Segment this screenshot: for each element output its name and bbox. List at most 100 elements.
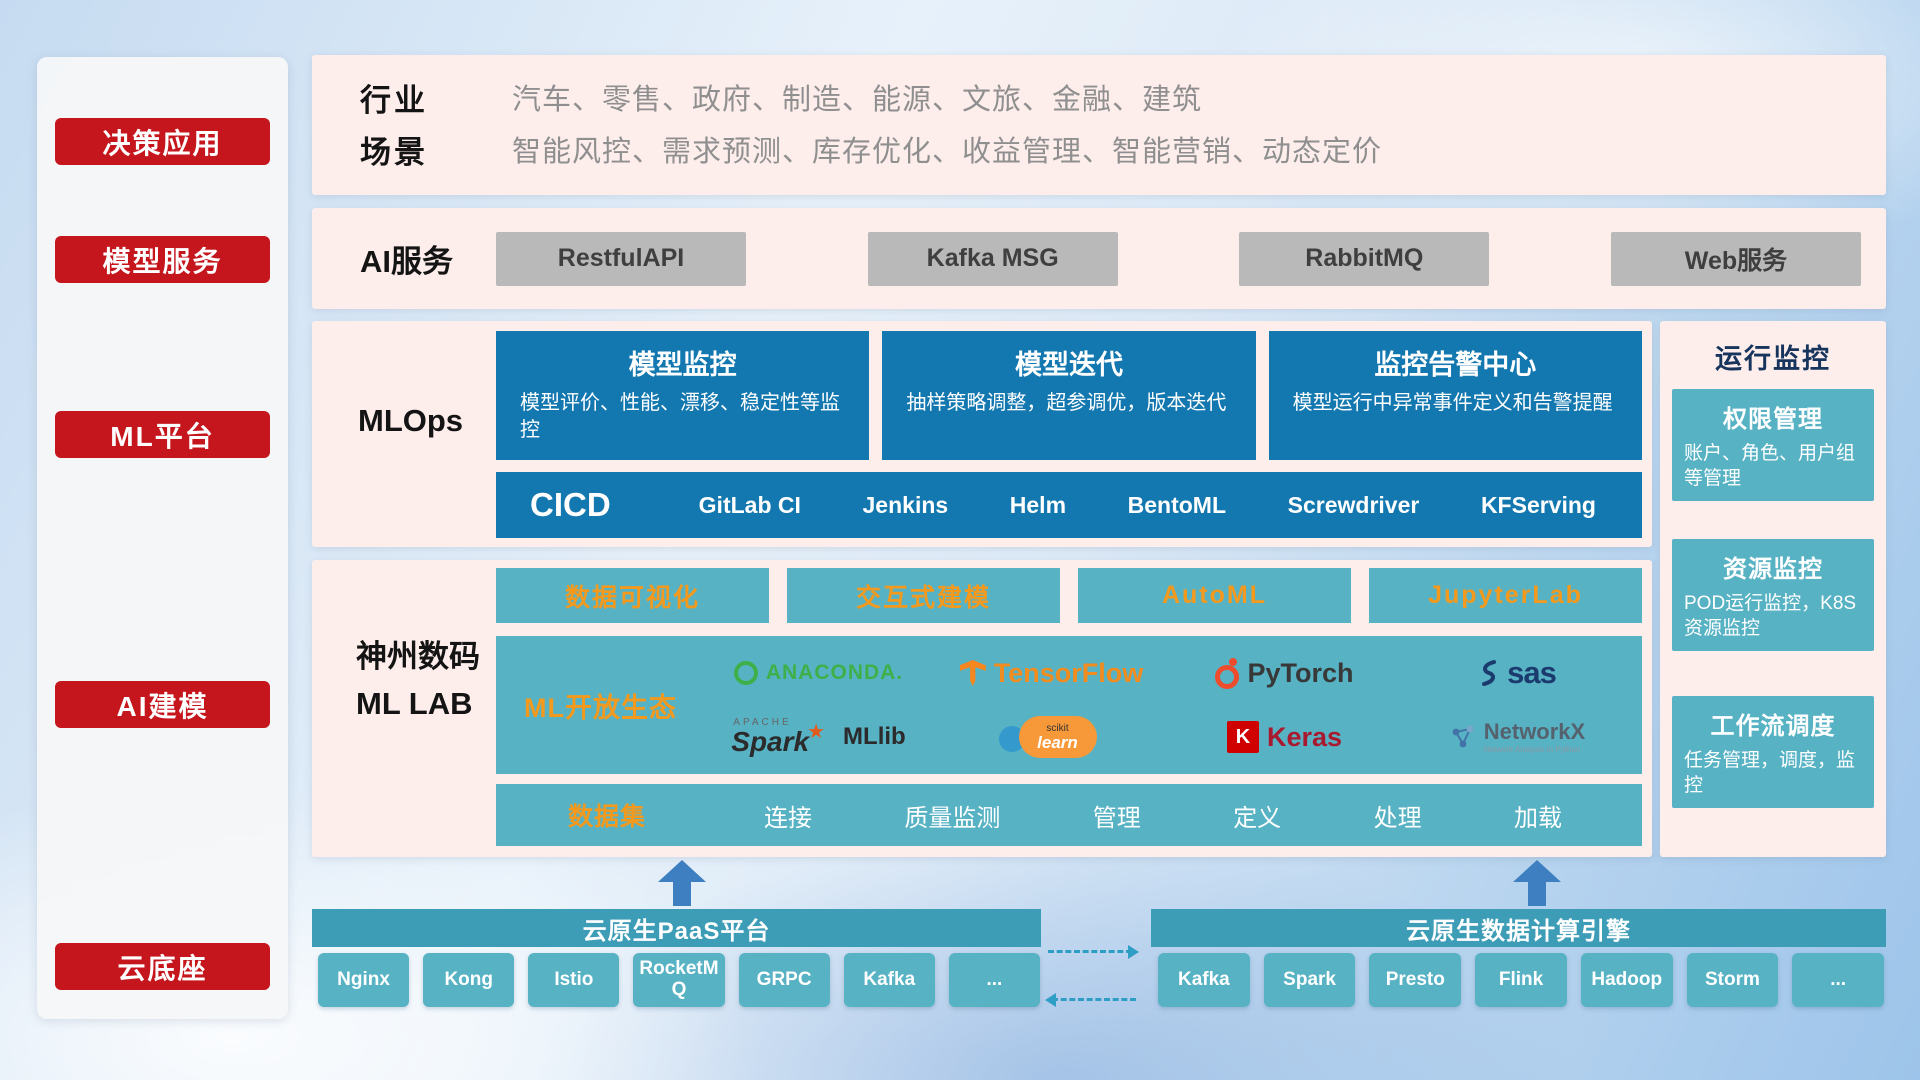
dataset-row: 数据集 连接 质量监测 管理 定义 处理 加载 (496, 784, 1642, 846)
pytorch-logo: PyTorch (1168, 642, 1401, 704)
sas-logo: sas (1401, 642, 1634, 704)
tensorflow-wordmark: TensorFlow (993, 657, 1144, 688)
industry-scenario-panel: 行业 汽车、零售、政府、制造、能源、文旅、金融、建筑 场景 智能风控、需求预测、… (312, 55, 1886, 195)
sidebar-item-cloud-base: 云底座 (55, 943, 270, 990)
dataset-item-connect: 连接 (764, 804, 813, 832)
paas-chip-rocketmq: RocketMQ (633, 953, 725, 1007)
data-engine-bar: 云原生数据计算引擎 (1151, 909, 1886, 947)
dataset-items: 连接 质量监测 管理 定义 处理 加载 (764, 798, 1562, 833)
engine-chip-presto: Presto (1369, 953, 1462, 1007)
cicd-tool-helm: Helm (1009, 491, 1067, 518)
networkx-logo: NetworkX Network Analysis in Python (1401, 706, 1634, 768)
paas-platform-bar: 云原生PaaS平台 (312, 909, 1041, 947)
engine-chip-storm: Storm (1686, 953, 1779, 1007)
spark-star-icon: ★ (807, 721, 826, 743)
card-title: 模型迭代 (1014, 350, 1123, 380)
service-web: Web服务 (1610, 231, 1861, 286)
sas-wordmark: sas (1507, 655, 1557, 690)
service-restfulapi: RestfulAPI (496, 231, 746, 286)
sidebar-item-ai-modeling: AI建模 (55, 681, 270, 728)
industry-row: 行业 汽车、零售、政府、制造、能源、文旅、金融、建筑 (360, 71, 1886, 123)
card-resource-monitor: 资源监控 POD运行监控，K8S资源监控 (1672, 539, 1874, 652)
ml-lab-panel: 神州数码 ML LAB 数据可视化 交互式建模 AutoML JupyterLa… (312, 560, 1652, 857)
card-workflow-scheduling: 工作流调度 任务管理，调度，监控 (1672, 696, 1874, 809)
card-model-monitoring: 模型监控 模型评价、性能、漂移、稳定性等监控 (496, 331, 870, 460)
paas-chip-more: ... (948, 953, 1040, 1007)
card-title: 工作流调度 (1710, 713, 1836, 740)
ml-lab-label-line2: ML LAB (356, 685, 473, 721)
sidebar-item-decision-apps: 决策应用 (55, 118, 270, 165)
card-title: 监控告警中心 (1374, 350, 1537, 380)
mlops-cards: 模型监控 模型评价、性能、漂移、稳定性等监控 模型迭代 抽样策略调整，超参调优，… (496, 331, 1642, 460)
engine-components: Kafka Spark Presto Flink Hadoop Storm ..… (1158, 953, 1885, 1007)
tool-data-visualization: 数据可视化 (496, 568, 769, 623)
dataset-item-load: 加载 (1513, 804, 1562, 832)
scenario-label: 场景 (360, 134, 428, 170)
industry-list: 汽车、零售、政府、制造、能源、文旅、金融、建筑 (512, 84, 1203, 116)
paas-chip-istio: Istio (528, 953, 620, 1007)
dataset-item-quality: 质量监测 (904, 804, 1001, 832)
sidebar-item-ml-platform: ML平台 (55, 411, 270, 458)
card-model-iteration: 模型迭代 抽样策略调整，超参调优，版本迭代 (882, 331, 1256, 460)
engine-chip-hadoop: Hadoop (1580, 953, 1673, 1007)
card-title: 权限管理 (1723, 406, 1823, 433)
mlops-label: MLOps (358, 403, 464, 438)
pytorch-wordmark: PyTorch (1247, 657, 1354, 688)
ai-service-buttons: RestfulAPI Kafka MSG RabbitMQ Web服务 (496, 231, 1861, 286)
cicd-label: CICD (530, 486, 611, 523)
tensorflow-icon (959, 660, 986, 686)
runtime-monitor-panel: 运行监控 权限管理 账户、角色、用户组等管理 资源监控 POD运行监控，K8S资… (1660, 321, 1886, 857)
card-desc: 任务管理，调度，监控 (1684, 750, 1856, 797)
anaconda-wordmark: ANACONDA. (765, 661, 904, 684)
ai-service-panel: AI服务 RestfulAPI Kafka MSG RabbitMQ Web服务 (312, 208, 1886, 309)
sidebar-item-model-service: 模型服务 (55, 236, 270, 283)
keras-wordmark: Keras (1266, 721, 1343, 752)
dashed-arrow-left (1045, 993, 1136, 1007)
dataset-item-manage: 管理 (1092, 804, 1141, 832)
cicd-tools: GitLab CI Jenkins Helm BentoML Screwdriv… (699, 492, 1596, 519)
service-rabbitmq: RabbitMQ (1239, 231, 1490, 286)
engine-chip-spark: Spark (1263, 953, 1356, 1007)
ml-lab-label: 神州数码 ML LAB (356, 634, 480, 727)
sas-icon (1482, 660, 1497, 686)
engine-chip-flink: Flink (1475, 953, 1567, 1007)
engine-chip-more: ... (1792, 953, 1885, 1007)
networkx-wordmark: NetworkX Network Analysis in Python (1483, 718, 1586, 754)
monitor-title: 运行监控 (1715, 344, 1831, 374)
ml-lab-tools: 数据可视化 交互式建模 AutoML JupyterLab (496, 568, 1642, 623)
ai-service-label: AI服务 (360, 244, 453, 279)
pytorch-icon (1215, 658, 1240, 689)
cicd-tool-bentoml: BentoML (1127, 491, 1227, 518)
scenario-row: 场景 智能风控、需求预测、库存优化、收益管理、智能营销、动态定价 (360, 123, 1886, 175)
tool-automl: AutoML (1078, 568, 1351, 623)
up-arrow-engine (1513, 860, 1561, 906)
anaconda-icon (733, 661, 758, 685)
card-permission-mgmt: 权限管理 账户、角色、用户组等管理 (1672, 389, 1874, 502)
dataset-label: 数据集 (568, 803, 647, 831)
dataset-item-process: 处理 (1373, 804, 1422, 832)
layer-sidebar: 决策应用 模型服务 ML平台 AI建模 云底座 (37, 57, 288, 1019)
card-desc: 模型评价、性能、漂移、稳定性等监控 (520, 392, 840, 441)
cicd-bar: CICD GitLab CI Jenkins Helm BentoML Scre… (496, 472, 1642, 538)
tool-jupyterlab: JupyterLab (1369, 568, 1642, 623)
ml-open-ecosystem-label: ML开放生态 (524, 692, 677, 723)
keras-icon: K (1226, 721, 1259, 753)
cicd-tool-screwdriver: Screwdriver (1287, 491, 1420, 518)
paas-components: Nginx Kong Istio RocketMQ GRPC Kafka ... (318, 953, 1040, 1007)
service-kafka-msg: Kafka MSG (867, 231, 1118, 286)
paas-chip-grpc: GRPC (738, 953, 830, 1007)
up-arrow-paas (658, 860, 706, 906)
card-desc: 抽样策略调整，超参调优，版本迭代 (906, 392, 1227, 414)
dashed-arrow-right (1048, 945, 1139, 959)
scikit-learn-logo: scikit learn (935, 706, 1168, 768)
spark-mllib-logo: APACHE Spark ★ MLlib (702, 706, 935, 768)
ml-open-ecosystem-box: ML开放生态 ANACONDA. TensorFlow PyTorch (496, 636, 1642, 774)
ecosystem-logos: ANACONDA. TensorFlow PyTorch sas (702, 642, 1642, 768)
mllib-wordmark: MLlib (843, 723, 906, 750)
ml-lab-label-line1: 神州数码 (356, 639, 480, 674)
cicd-tool-kfserving: KFServing (1480, 491, 1596, 518)
tool-interactive-modeling: 交互式建模 (787, 568, 1060, 623)
card-desc: 模型运行中异常事件定义和告警提醒 (1292, 392, 1613, 414)
anaconda-logo: ANACONDA. (702, 642, 935, 704)
tensorflow-logo: TensorFlow (935, 642, 1168, 704)
